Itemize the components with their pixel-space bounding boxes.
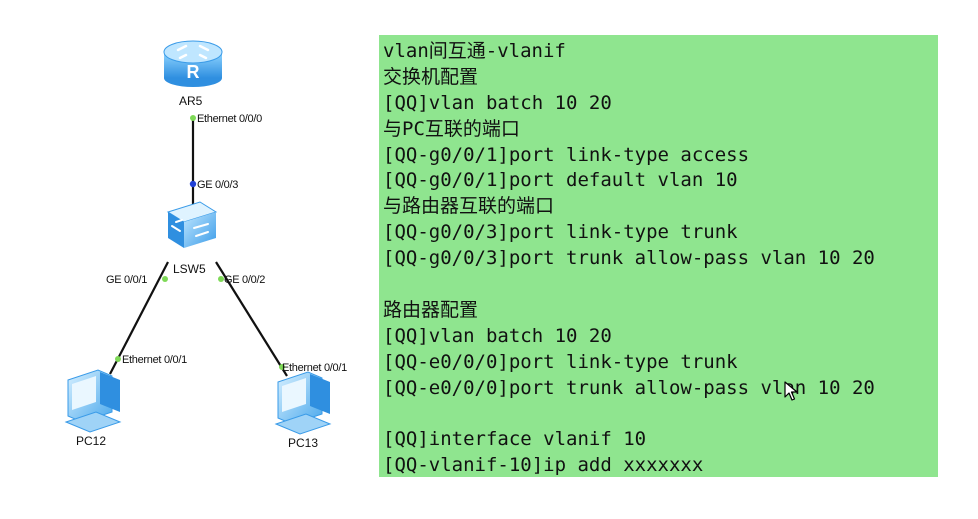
config-line: 与PC互联的端口	[383, 117, 520, 140]
pc12-icon[interactable]	[64, 369, 122, 433]
pc12-label: PC12	[76, 434, 106, 448]
config-line: [QQ-e0/0/0]port link-type trunk	[383, 350, 738, 373]
link-switch-pc13	[215, 261, 288, 377]
port-label-switch-ge3: GE 0/0/3	[197, 179, 238, 191]
port-dot-pc12-eth	[115, 356, 121, 362]
config-line: [QQ-g0/0/3]port trunk allow-pass vlan 10…	[383, 247, 875, 270]
config-line: 交换机配置	[383, 65, 479, 88]
port-label-switch-ge2: GE 0/0/2	[224, 274, 265, 286]
switch-label: LSW5	[173, 262, 206, 276]
config-line: [QQ]vlan batch 10 20	[383, 324, 612, 347]
pc13-icon[interactable]	[274, 371, 332, 435]
config-line: [QQ]interface vlanif 10	[383, 428, 647, 451]
port-label-pc12-eth: Ethernet 0/0/1	[122, 354, 187, 366]
config-line: 路由器配置	[383, 298, 479, 321]
port-label-pc13-eth: Ethernet 0/0/1	[282, 362, 347, 374]
config-notes-panel: vlan间互通-vlanif 交换机配置 [QQ]vlan batch 10 2…	[379, 35, 938, 477]
port-label-switch-ge1: GE 0/0/1	[106, 274, 147, 286]
port-dot-switch-ge1	[162, 276, 168, 282]
switch-icon[interactable]	[166, 201, 218, 248]
pc13-label: PC13	[288, 436, 318, 450]
port-label-router-eth: Ethernet 0/0/0	[197, 113, 262, 125]
config-line: [QQ-e0/0/0]port trunk allow-pass vlan 10…	[383, 376, 875, 399]
config-line: [QQ-g0/0/1]port default vlan 10	[383, 169, 738, 192]
config-line: 与路由器互联的端口	[383, 195, 555, 218]
link-switch-pc12	[109, 261, 169, 375]
router-icon[interactable]: R	[163, 40, 223, 87]
router-letter: R	[187, 62, 200, 82]
port-dot-router-eth	[190, 115, 196, 121]
port-dot-pc13-eth	[279, 364, 285, 370]
mouse-pointer-icon	[784, 381, 798, 401]
config-line: [QQ-g0/0/1]port link-type access	[383, 143, 750, 166]
network-topology: R AR5 LSW5 PC12 PC13 Ethernet 0/0/0 GE 0…	[64, 40, 347, 450]
config-line: vlan间互通-vlanif	[383, 40, 566, 62]
config-line	[383, 272, 938, 298]
config-line: [QQ-vlanif-10]ip add xxxxxxx	[383, 454, 704, 477]
port-dot-switch-ge3	[189, 180, 197, 188]
port-dot-switch-ge2	[218, 276, 224, 282]
router-label: AR5	[179, 94, 203, 108]
config-line: [QQ]vlan batch 10 20	[383, 91, 612, 114]
config-line: [QQ-g0/0/3]port link-type trunk	[383, 221, 738, 244]
config-line	[383, 401, 938, 427]
